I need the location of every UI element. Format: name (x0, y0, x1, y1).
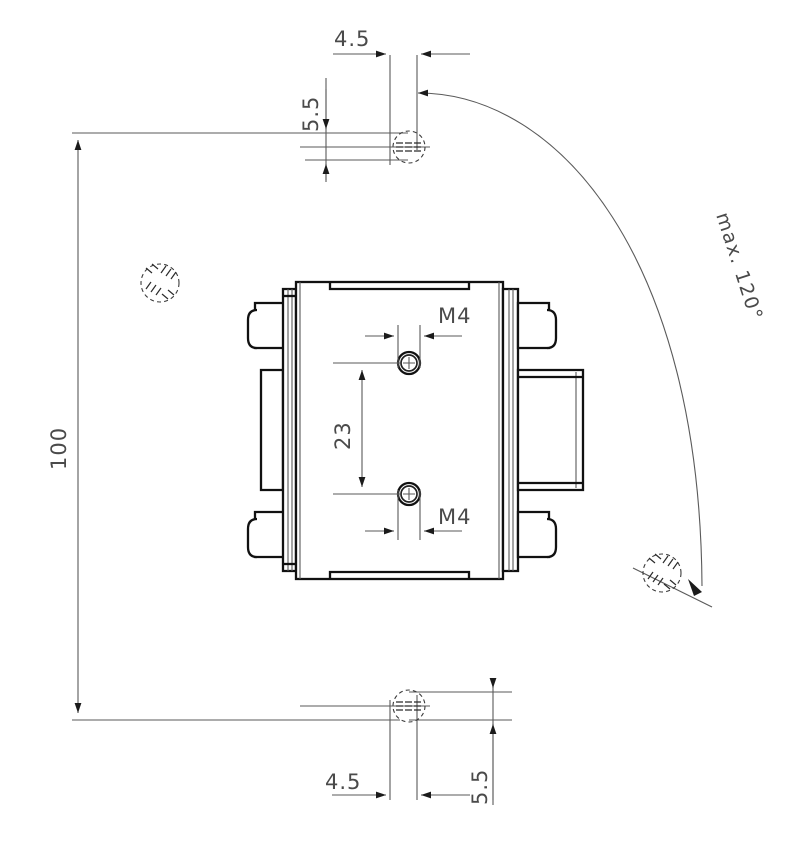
thread-callout-lower: M4 (365, 490, 471, 540)
right-mounting-rail (501, 287, 585, 573)
dimension-label-45-bottom: 4.5 (325, 770, 361, 794)
thread-label-upper: M4 (438, 304, 471, 328)
central-housing-block (294, 280, 505, 581)
surface-finish-symbol-left (140, 263, 180, 303)
dimension-label-55-bottom: 5.5 (468, 769, 492, 805)
thread-callout-upper: M4 (365, 304, 471, 368)
dimension-label-45-top: 4.5 (334, 27, 370, 51)
dimension-hole-spacing: 23 (331, 362, 400, 495)
dimension-overall-height: 100 (47, 132, 400, 721)
dimension-group-top: 4.5 5.5 (299, 27, 470, 182)
dimension-label-23: 23 (331, 421, 355, 450)
dimension-label-55-top: 5.5 (299, 96, 323, 132)
reference-mark-bottom (392, 689, 426, 723)
m4-hole-lower (396, 481, 422, 507)
surface-finish-symbol-right (642, 553, 682, 593)
m4-hole-upper (396, 350, 422, 376)
dimension-label-100: 100 (47, 427, 71, 470)
arc-label-max-120: max. 120° (711, 210, 767, 324)
arc-label-group: max. 120° (711, 210, 767, 324)
left-mounting-rail (246, 287, 298, 573)
actuator-body-assembly (246, 280, 585, 581)
reference-mark-top (392, 130, 426, 164)
thread-label-lower: M4 (438, 505, 471, 529)
dimension-group-bottom: 4.5 5.5 (300, 678, 512, 805)
